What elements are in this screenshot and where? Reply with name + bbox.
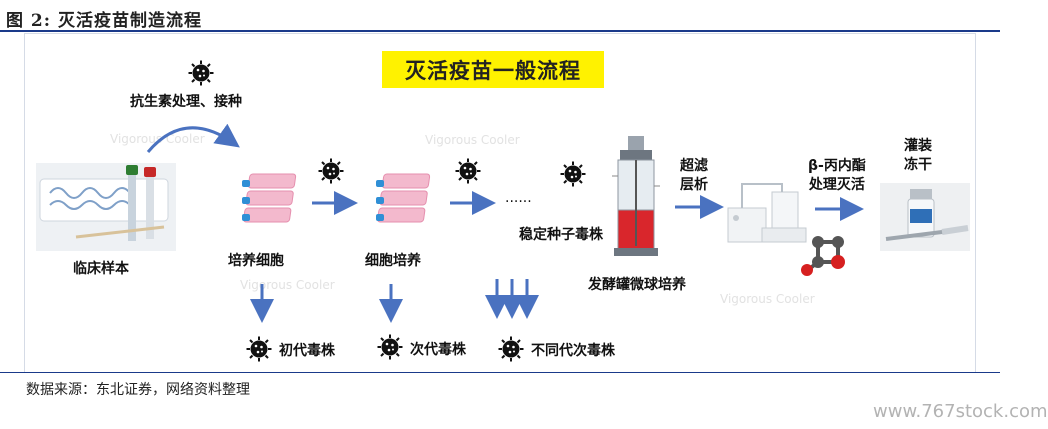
ultrafiltration-label: 超滤 层析 [680, 157, 708, 195]
second-gen-label: 次代毒株 [410, 342, 466, 358]
ghost-watermark: Vigorous Cooler [720, 292, 815, 306]
fermenter-label: 发酵罐微球培养 [588, 277, 686, 293]
ultrafiltration-line-2: 层析 [680, 177, 708, 193]
inactivation-line-2: 处理灭活 [808, 177, 865, 193]
filling-label: 灌装 冻干 [904, 137, 932, 175]
curved-arrow [146, 123, 240, 153]
filling-line-1: 灌装 [904, 138, 932, 154]
virus-icon [376, 333, 404, 361]
top-rule [0, 30, 1000, 32]
antibiotic-label: 抗生素处理、接种 [130, 94, 242, 110]
virus-icon [317, 157, 345, 185]
virus-icon [245, 335, 273, 363]
cell-culture-label: 细胞培养 [365, 253, 421, 269]
figure-title: 图 2: 灭活疫苗制造流程 [6, 11, 202, 31]
stable-seed-label: 稳定种子毒株 [519, 227, 603, 243]
diff-gen-label: 不同代次毒株 [531, 343, 615, 359]
inactivation-line-1: β-丙内酯 [808, 158, 866, 174]
virus-icon [559, 160, 587, 188]
ghost-watermark: Vigorous Cooler [425, 133, 520, 147]
banner-title: 灭活疫苗一般流程 [382, 51, 604, 88]
ellipsis-label: ...... [505, 190, 532, 206]
chromatography-image [727, 183, 807, 243]
vaccine-vial-image [880, 183, 970, 251]
ghost-watermark: Vigorous Cooler [240, 278, 335, 292]
virus-icon [454, 157, 482, 185]
cell-flask-stack [375, 173, 431, 223]
virus-icon [187, 59, 215, 87]
cell-flask-stack [241, 173, 297, 223]
source-note: 数据来源：东北证券，网络资料整理 [26, 382, 250, 398]
bottom-rule [0, 372, 1000, 373]
clinical-sample-image [36, 163, 176, 251]
inactivation-label: β-丙内酯 处理灭活 [808, 157, 866, 195]
culture-cells-label: 培养细胞 [228, 253, 284, 269]
filling-line-2: 冻干 [904, 157, 932, 173]
first-gen-label: 初代毒株 [279, 343, 335, 359]
beta-propiolactone-molecule-icon [801, 236, 845, 276]
fermenter-image [612, 136, 660, 256]
virus-icon [497, 335, 525, 363]
ultrafiltration-line-1: 超滤 [680, 158, 708, 174]
ghost-watermark: Vigorous Cooler [110, 132, 205, 146]
site-watermark: www.767stock.com [873, 401, 1048, 422]
clinical-sample-label: 临床样本 [73, 261, 129, 277]
